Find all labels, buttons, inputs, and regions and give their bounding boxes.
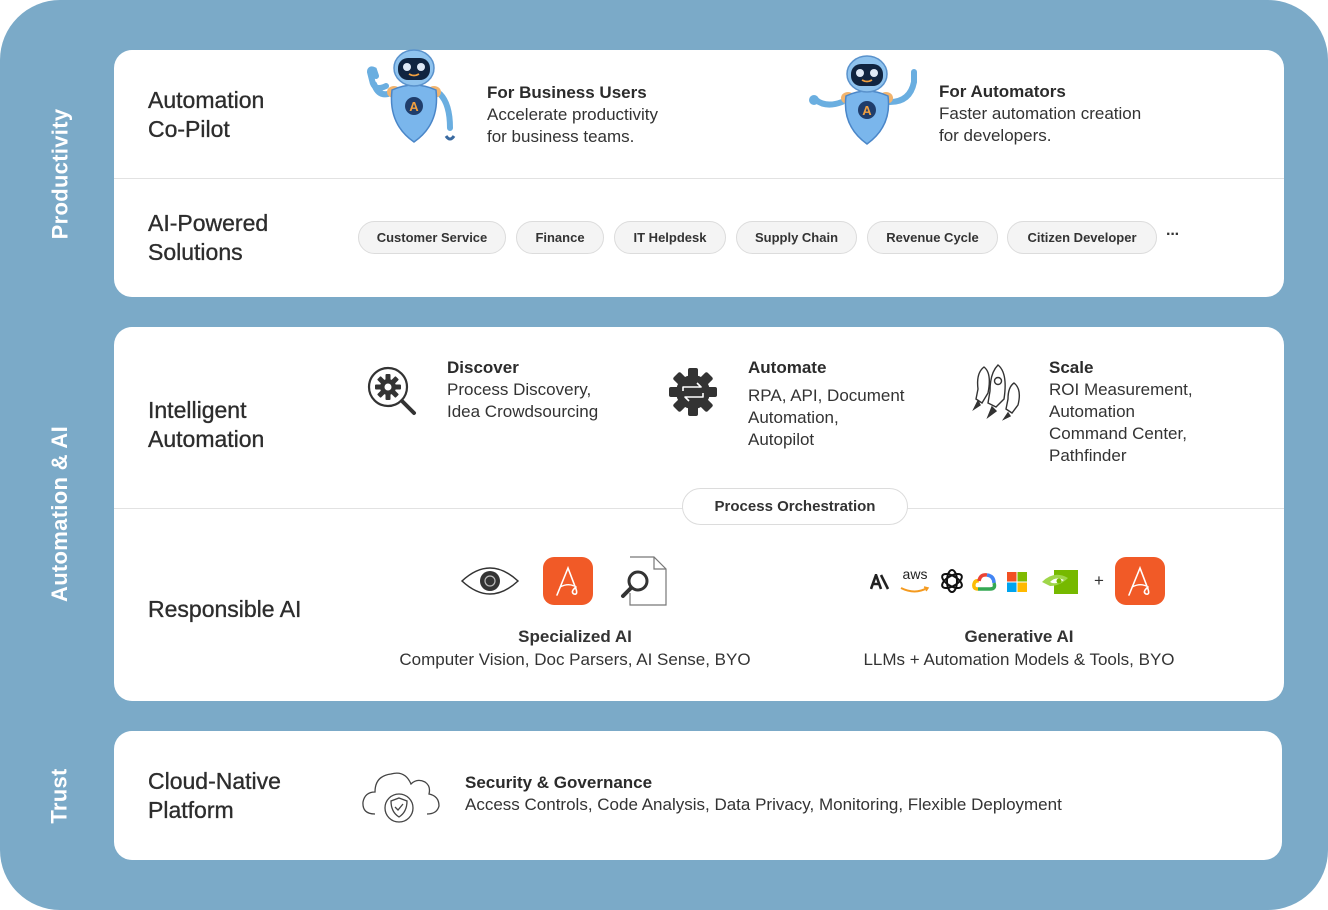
business-users-feature: For Business Users Accelerate productivi…	[487, 82, 658, 148]
automate-gear-icon	[669, 368, 717, 416]
band-label-productivity: Productivity	[40, 50, 80, 297]
more-ellipsis[interactable]: ···	[1166, 226, 1180, 243]
feature-line: for developers.	[939, 126, 1052, 145]
title-line: Automation	[148, 87, 265, 113]
document-search-icon	[621, 556, 667, 606]
eye-icon	[460, 567, 520, 595]
row-divider	[114, 178, 1284, 179]
feature-line: Autopilot	[748, 430, 815, 449]
security-governance-feature: Security & Governance Access Controls, C…	[465, 772, 1062, 816]
pill-supply-chain[interactable]: Supply Chain	[736, 221, 857, 254]
nvidia-logo-icon	[1042, 570, 1078, 594]
title-line: Solutions	[148, 239, 243, 265]
productivity-card: Automation Co-Pilot A For Business Users…	[114, 49, 1284, 297]
feature-desc: Access Controls, Code Analysis, Data Pri…	[465, 795, 1062, 814]
feature-line: Automation,	[748, 408, 839, 427]
feature-line: Command Center,	[1049, 424, 1187, 443]
title-line: Platform	[148, 797, 234, 823]
feature-desc: LLMs + Automation Models & Tools, BYO	[863, 650, 1175, 669]
band-label-text: Automation & AI	[47, 426, 72, 602]
cloud-native-title: Cloud-Native Platform	[148, 767, 281, 825]
automation-anywhere-logo-icon	[1115, 557, 1165, 605]
pill-citizen-developer[interactable]: Citizen Developer	[1007, 221, 1157, 254]
responsible-ai-title: Responsible AI	[148, 596, 302, 622]
band-label-text: Trust	[47, 767, 73, 824]
feature-heading: Generative AI	[964, 627, 1074, 646]
discover-search-gear-icon	[367, 366, 416, 415]
feature-heading: For Automators	[939, 82, 1066, 101]
band-label-text: Productivity	[47, 108, 73, 239]
title-line: AI-Powered	[148, 210, 269, 236]
feature-line: Pathfinder	[1049, 446, 1127, 465]
cloud-shield-icon	[362, 772, 440, 823]
feature-line: for business teams.	[487, 127, 635, 146]
copilot-title: Automation Co-Pilot	[148, 86, 265, 144]
automators-feature: For Automators Faster automation creatio…	[939, 81, 1141, 147]
pill-finance[interactable]: Finance	[516, 221, 604, 254]
svg-text:A: A	[862, 103, 872, 118]
process-orchestration-badge[interactable]: Process Orchestration	[682, 488, 908, 525]
discover-feature: Discover Process Discovery, Idea Crowdso…	[447, 357, 598, 423]
trust-card: Cloud-Native Platform Security & Governa…	[114, 731, 1282, 860]
scale-feature: Scale ROI Measurement, Automation Comman…	[1049, 357, 1193, 467]
openai-logo-icon	[941, 569, 963, 593]
feature-line: ROI Measurement,	[1049, 380, 1193, 399]
feature-line: RPA, API, Document	[748, 386, 905, 405]
microsoft-logo-icon	[1007, 572, 1027, 592]
solutions-title: AI-Powered Solutions	[148, 209, 269, 267]
title-line: Intelligent	[148, 397, 247, 423]
automation-ai-card: Intelligent Automation Discover Process …	[114, 327, 1284, 701]
feature-heading: Automate	[748, 358, 827, 377]
title-line: Co-Pilot	[148, 116, 230, 142]
specialized-ai-text: Specialized AI Computer Vision, Doc Pars…	[380, 625, 770, 671]
feature-heading: Discover	[447, 358, 519, 377]
feature-line: Accelerate productivity	[487, 105, 659, 124]
pill-customer-service[interactable]: Customer Service	[358, 221, 506, 254]
feature-heading: For Business Users	[487, 83, 647, 102]
plus-sign: +	[1094, 571, 1104, 590]
aws-text: aws	[902, 566, 928, 582]
svg-text:A: A	[409, 99, 419, 114]
feature-line: Faster automation creation	[939, 104, 1142, 123]
feature-heading: Security & Governance	[465, 773, 653, 792]
band-label-trust: Trust	[40, 731, 80, 860]
band-label-automation-ai: Automation & AI	[40, 327, 80, 701]
feature-desc: Computer Vision, Doc Parsers, AI Sense, …	[399, 650, 751, 669]
robot-business-icon: A	[366, 49, 456, 143]
anthropic-logo-icon	[870, 574, 890, 590]
title-line: Cloud-Native	[148, 768, 281, 794]
scale-rockets-icon	[972, 364, 1021, 421]
generative-ai-text: Generative AI LLMs + Automation Models &…	[834, 625, 1204, 671]
feature-heading: Scale	[1049, 358, 1094, 377]
pill-it-helpdesk[interactable]: IT Helpdesk	[614, 221, 726, 254]
feature-line: Idea Crowdsourcing	[447, 402, 599, 421]
title-line: Automation	[148, 426, 265, 452]
intelligent-automation-title: Intelligent Automation	[148, 396, 265, 454]
robot-automators-icon: A	[809, 55, 917, 145]
feature-heading: Specialized AI	[518, 627, 632, 646]
feature-line: Automation	[1049, 402, 1135, 421]
pill-revenue-cycle[interactable]: Revenue Cycle	[867, 221, 998, 254]
feature-line: Process Discovery,	[447, 380, 592, 399]
automation-anywhere-logo-icon	[543, 557, 593, 605]
google-cloud-logo-icon	[972, 573, 997, 591]
aws-logo-icon: aws	[899, 567, 931, 593]
automate-feature: Automate RPA, API, Document Automation, …	[748, 357, 905, 451]
